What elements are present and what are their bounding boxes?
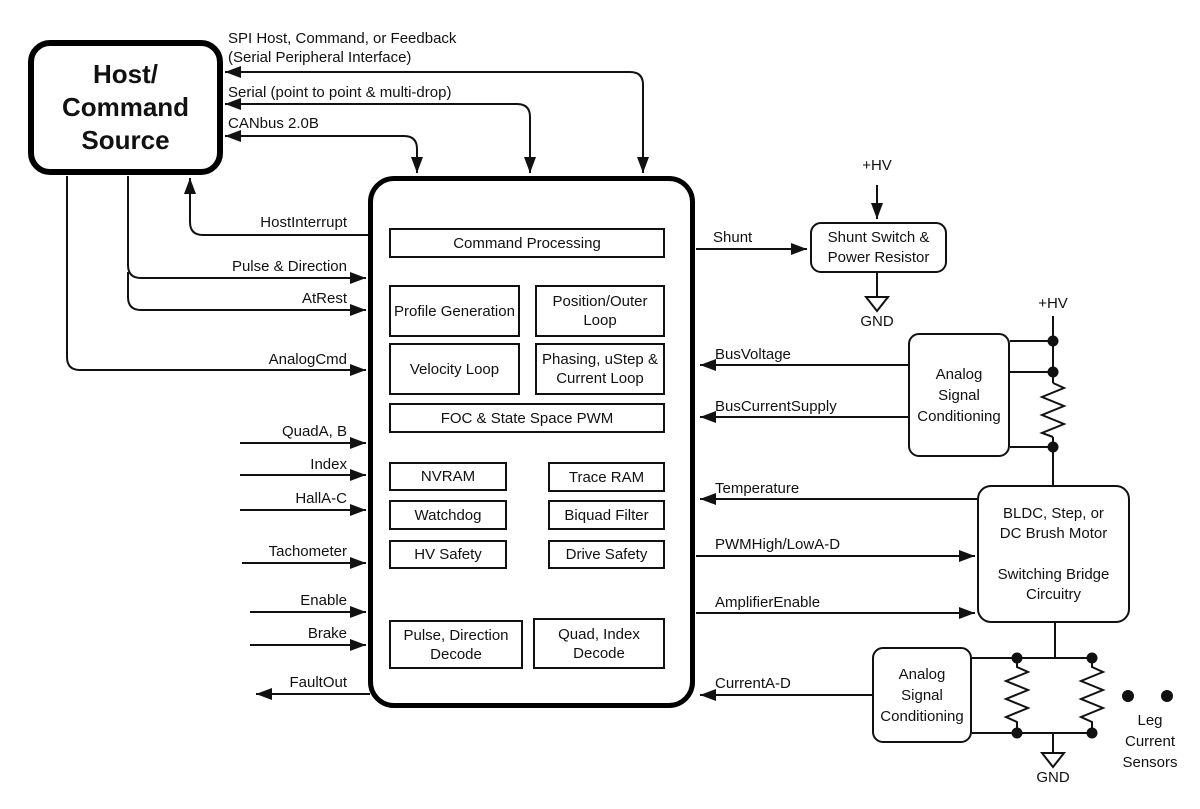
block-position-outer-loop: Position/Outer Loop — [535, 285, 665, 337]
wire-pulse-direction — [127, 176, 366, 284]
wires — [66, 66, 1106, 753]
shunt-switch-box: Shunt Switch & Power Resistor — [810, 222, 947, 273]
controller-chip-box: Command Processing Profile Generation Po… — [368, 176, 695, 708]
buscurrentsupply-label: BusCurrentSupply — [715, 398, 837, 415]
enable-label: Enable — [300, 592, 347, 609]
wire-serial — [225, 98, 536, 173]
quadab-label: QuadA, B — [281, 423, 347, 440]
block-pulse-direction-decode: Pulse, Direction Decode — [389, 620, 523, 669]
wire-canbus — [225, 130, 423, 173]
wire-asc-taps — [1010, 340, 1053, 448]
analogcmd-label: AnalogCmd — [268, 351, 347, 368]
spi-label-line-2: (Serial Peripheral Interface) — [228, 49, 412, 66]
block-drive-safety: Drive Safety — [548, 540, 665, 569]
asc-bottom-line-1: Analog — [898, 665, 946, 683]
analog-signal-conditioning-bottom-box: Analog Signal Conditioning — [872, 647, 972, 743]
block-command-processing: Command Processing — [389, 228, 665, 258]
asc-right-line-1: Analog — [935, 365, 983, 383]
host-line-2: Command — [61, 92, 190, 122]
spi-label-line-1: SPI Host, Command, or Feedback — [228, 30, 457, 47]
asc-right-line-3: Conditioning — [917, 407, 1001, 425]
faultout-label: FaultOut — [289, 674, 347, 691]
leg-label-line-2: Current — [1124, 733, 1176, 750]
shunt-box-line-2: Power Resistor — [827, 248, 930, 266]
pwmhighlow-label: PWMHigh/LowA-D — [715, 536, 841, 553]
pulse-direction-label: Pulse & Direction — [231, 258, 347, 275]
block-profile-generation: Profile Generation — [389, 285, 520, 337]
shunt-box-line-1: Shunt Switch & — [827, 228, 930, 246]
hallac-label: HallA-C — [295, 490, 347, 507]
wire-analogcmd — [66, 176, 366, 376]
block-velocity-loop: Velocity Loop — [389, 343, 520, 395]
leg-sensor-dot-1 — [1122, 690, 1134, 702]
block-hv-safety: HV Safety — [389, 540, 507, 569]
motor-line-2: DC Brush Motor — [999, 525, 1108, 542]
leg-resistor-icon-2 — [1078, 658, 1106, 733]
leg-sensor-dot-2 — [1161, 690, 1173, 702]
bus-resistor-icon — [1039, 382, 1067, 438]
wire-atrest — [127, 272, 366, 316]
index-label: Index — [310, 456, 347, 473]
motor-line-1: BLDC, Step, or — [1003, 505, 1104, 522]
busvoltage-label: BusVoltage — [715, 346, 791, 363]
gnd-icon-bottom — [1039, 752, 1067, 769]
leg-current-sensors-label: Leg Current Sensors — [1100, 710, 1200, 773]
brake-label: Brake — [307, 625, 347, 642]
gnd-shunt-label: GND — [860, 313, 894, 330]
junction-dots — [1011, 335, 1098, 739]
wire-host-interrupt — [184, 178, 370, 236]
canbus-label: CANbus 2.0B — [228, 115, 319, 132]
currentad-label: CurrentA-D — [715, 675, 791, 692]
block-phasing-ustep: Phasing, uStep & Current Loop — [535, 343, 665, 395]
asc-bottom-line-3: Conditioning — [880, 707, 964, 725]
host-line-1: Host/ — [93, 59, 158, 89]
atrest-label: AtRest — [301, 290, 347, 307]
block-watchdog: Watchdog — [389, 500, 507, 530]
host-line-3: Source — [81, 125, 170, 155]
block-quad-index-decode: Quad, Index Decode — [533, 618, 665, 669]
block-trace-ram: Trace RAM — [548, 462, 665, 492]
leg-resistor-icon-1 — [1003, 658, 1031, 733]
gnd-icon-shunt — [863, 296, 891, 313]
block-foc-pwm: FOC & State Space PWM — [389, 403, 665, 433]
block-nvram: NVRAM — [389, 462, 507, 491]
hv-rail-label: +HV — [1038, 295, 1068, 312]
shunt-label: Shunt — [713, 229, 753, 246]
tachometer-label: Tachometer — [268, 543, 347, 560]
motor-bridge-box: BLDC, Step, or DC Brush Motor Switching … — [977, 485, 1130, 623]
motor-line-4: Circuitry — [1026, 586, 1081, 603]
host-command-source-box: Host/ Command Source — [28, 40, 223, 175]
hostinterrupt-label: HostInterrupt — [260, 214, 347, 231]
wire-spi — [225, 66, 649, 173]
amplifierenable-label: AmplifierEnable — [715, 594, 821, 611]
leg-label-line-1: Leg — [1137, 712, 1163, 729]
block-biquad-filter: Biquad Filter — [548, 500, 665, 530]
asc-right-line-2: Signal — [938, 386, 980, 404]
gnd-bottom-label: GND — [1036, 769, 1070, 786]
asc-bottom-line-2: Signal — [901, 686, 943, 704]
hv-shunt-label: +HV — [862, 157, 892, 174]
leg-label-line-3: Sensors — [1122, 754, 1178, 771]
serial-label: Serial (point to point & multi-drop) — [228, 84, 452, 101]
motor-line-3: Switching Bridge — [997, 566, 1110, 583]
analog-signal-conditioning-right-box: Analog Signal Conditioning — [908, 333, 1010, 457]
temperature-label: Temperature — [715, 480, 800, 497]
